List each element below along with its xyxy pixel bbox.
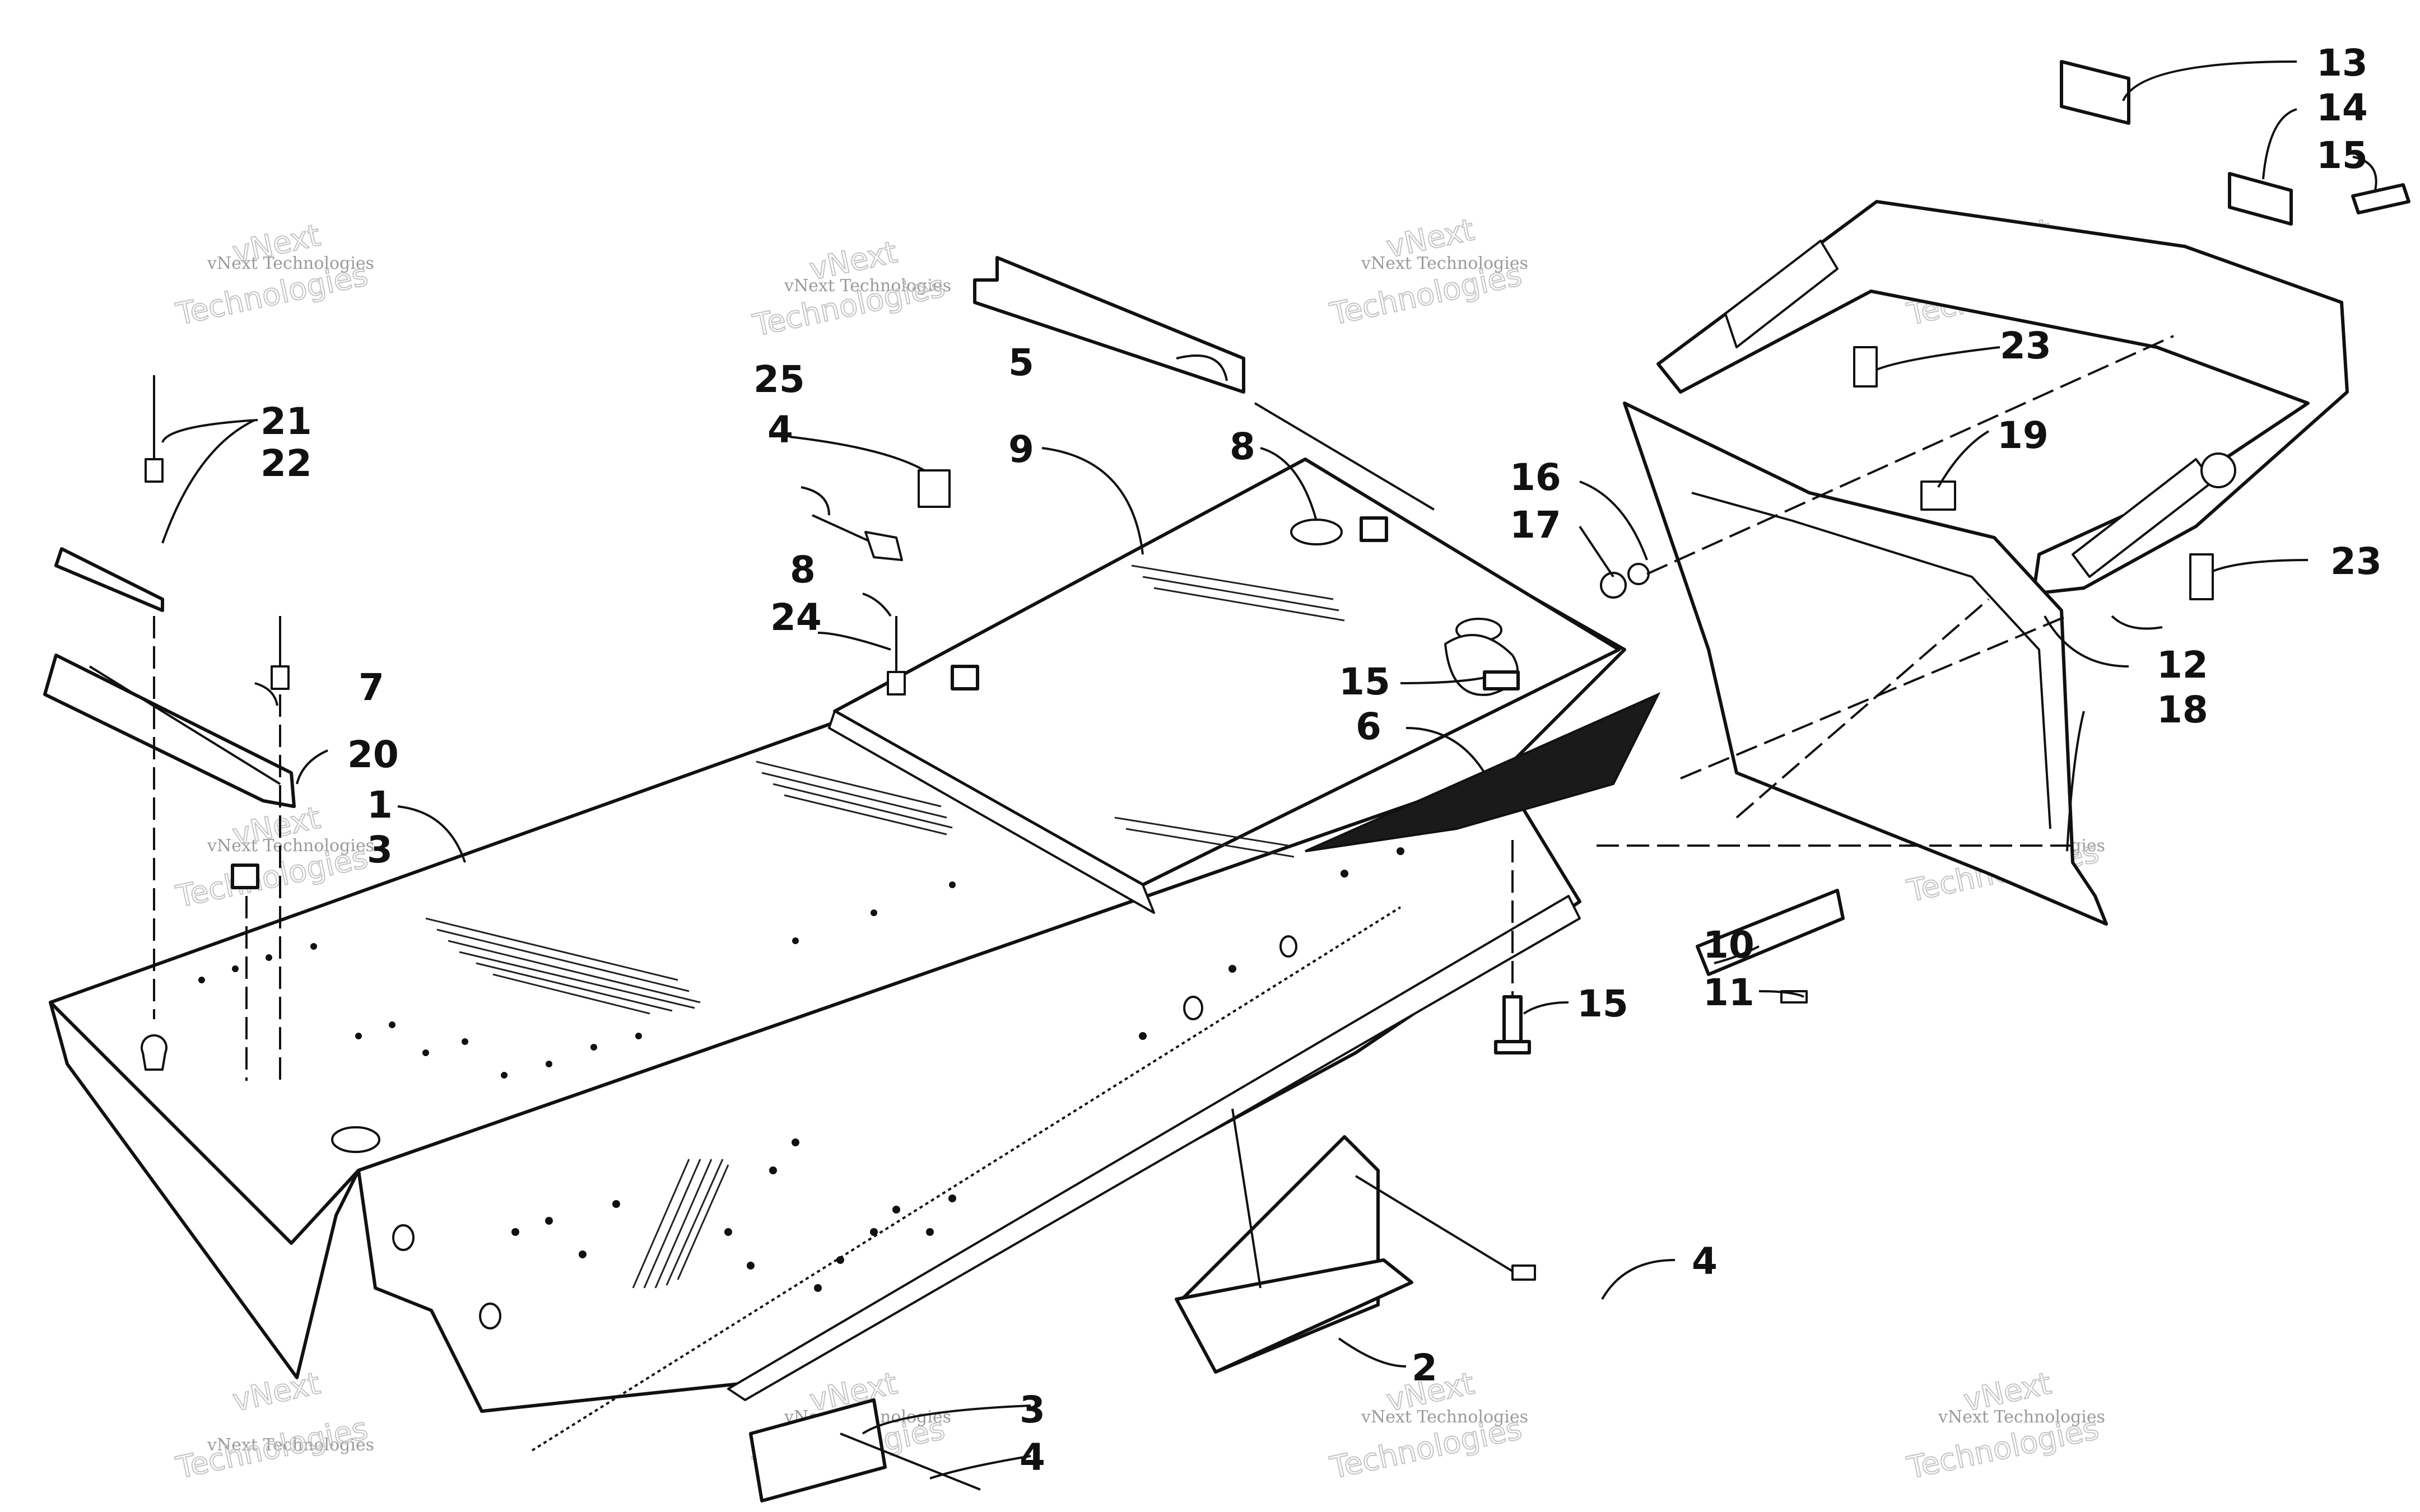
hardware-left — [43, 375, 296, 1086]
clip-part-23-lower — [2189, 553, 2214, 600]
callout-23-upper: 23 — [2000, 324, 2051, 367]
watermark-text: vNext Technologies — [1938, 1407, 2105, 1427]
watermark-text: vNext Technologies — [207, 1435, 374, 1455]
top-hatch-1 — [425, 917, 701, 1015]
watermark-text: vNext Technologies — [207, 836, 374, 856]
rivet-part-24 — [887, 616, 906, 696]
top-hatch-2 — [756, 760, 953, 836]
callout-21: 21 — [260, 400, 312, 443]
flap-part-18 — [1623, 402, 2108, 926]
callout-8-right: 8 — [1230, 425, 1255, 468]
watermark-1: vNext Technologies vNext Technologies — [173, 217, 374, 333]
callout-25: 25 — [753, 358, 805, 401]
callout-3-bottom: 3 — [1020, 1388, 1045, 1431]
callout-1: 1 — [367, 783, 393, 827]
callout-12: 12 — [2157, 643, 2208, 687]
washer-part-16 — [1627, 563, 1650, 585]
watermark-text: vNext Technologies — [1361, 254, 1528, 273]
leader-lines — [161, 60, 2377, 1480]
callout-5: 5 — [1008, 341, 1034, 384]
callout-14: 14 — [2316, 86, 2368, 129]
bolt-part-15-right — [2351, 183, 2410, 214]
callout-6: 6 — [1356, 705, 1381, 748]
callout-7: 7 — [359, 666, 384, 709]
callouts: 13 14 15 23 19 23 12 18 16 17 15 6 8 5 9… — [260, 41, 2382, 1479]
clip-part-19 — [1920, 480, 1956, 511]
watermark-3: vNext Technologies vNext Technologies — [1327, 211, 1528, 333]
plate-part-3 — [749, 1398, 981, 1502]
callout-24: 24 — [770, 596, 822, 639]
callout-2: 2 — [1412, 1346, 1437, 1389]
watermark-12: vNext Technologies vNext Technologies — [1904, 1365, 2105, 1486]
panel-hatch — [1114, 564, 1345, 858]
callout-15-right: 15 — [2316, 134, 2368, 177]
plug-part-8-right — [1360, 516, 1388, 542]
callout-18: 18 — [2157, 688, 2208, 731]
callout-15-lower: 15 — [1577, 982, 1628, 1025]
callout-22: 22 — [260, 442, 312, 485]
assembly-guides — [1597, 335, 2174, 847]
callout-3-left: 3 — [367, 828, 393, 871]
callout-10: 10 — [1703, 923, 1755, 967]
watermark-logo: Technologies — [173, 1411, 371, 1486]
callout-9: 9 — [1008, 428, 1034, 471]
side-hatch — [632, 1159, 729, 1289]
watermark-text: vNext Technologies — [207, 254, 374, 273]
callout-23-lower: 23 — [2330, 540, 2382, 583]
plug-part-8-center — [951, 665, 979, 690]
callout-16: 16 — [1510, 456, 1561, 499]
label-part-25 — [918, 469, 951, 508]
callout-11: 11 — [1703, 971, 1755, 1014]
bolt-part-15-lower — [1494, 840, 1531, 1054]
callout-8-center: 8 — [790, 548, 816, 591]
step-part-10 — [1696, 889, 1845, 1004]
callout-4-right: 4 — [1692, 1240, 1718, 1283]
rivet-part-4-lower — [1511, 1264, 1536, 1281]
decal-part-14 — [2228, 172, 2293, 226]
callout-4-upper: 4 — [767, 408, 793, 451]
rivet-part-4-upper — [812, 514, 903, 561]
callout-13: 13 — [2316, 41, 2368, 85]
watermark-2: vNext Technologies vNext Technologies — [750, 234, 951, 344]
callout-4-bottom: 4 — [1020, 1436, 1045, 1479]
decal-part-13 — [2060, 60, 2130, 125]
watermark-logo: vNext — [230, 1365, 323, 1418]
callout-17: 17 — [1510, 503, 1561, 547]
panel-part-9 — [828, 458, 1621, 914]
clip-part-23-upper — [1853, 346, 1878, 388]
decal-part-6 — [1305, 692, 1661, 852]
callout-20: 20 — [347, 733, 399, 776]
callout-15-upper: 15 — [1339, 660, 1390, 703]
plug-part-8-left — [231, 864, 259, 889]
watermark-9: vNext Technologies vNext Technologies — [173, 1365, 374, 1486]
nut-part-17 — [1600, 572, 1627, 599]
watermark-text: vNext Technologies — [1361, 1407, 1528, 1427]
callout-19: 19 — [1997, 414, 2049, 457]
watermark-text: vNext Technologies — [784, 276, 951, 296]
bracket-part-2 — [1175, 1108, 1514, 1374]
